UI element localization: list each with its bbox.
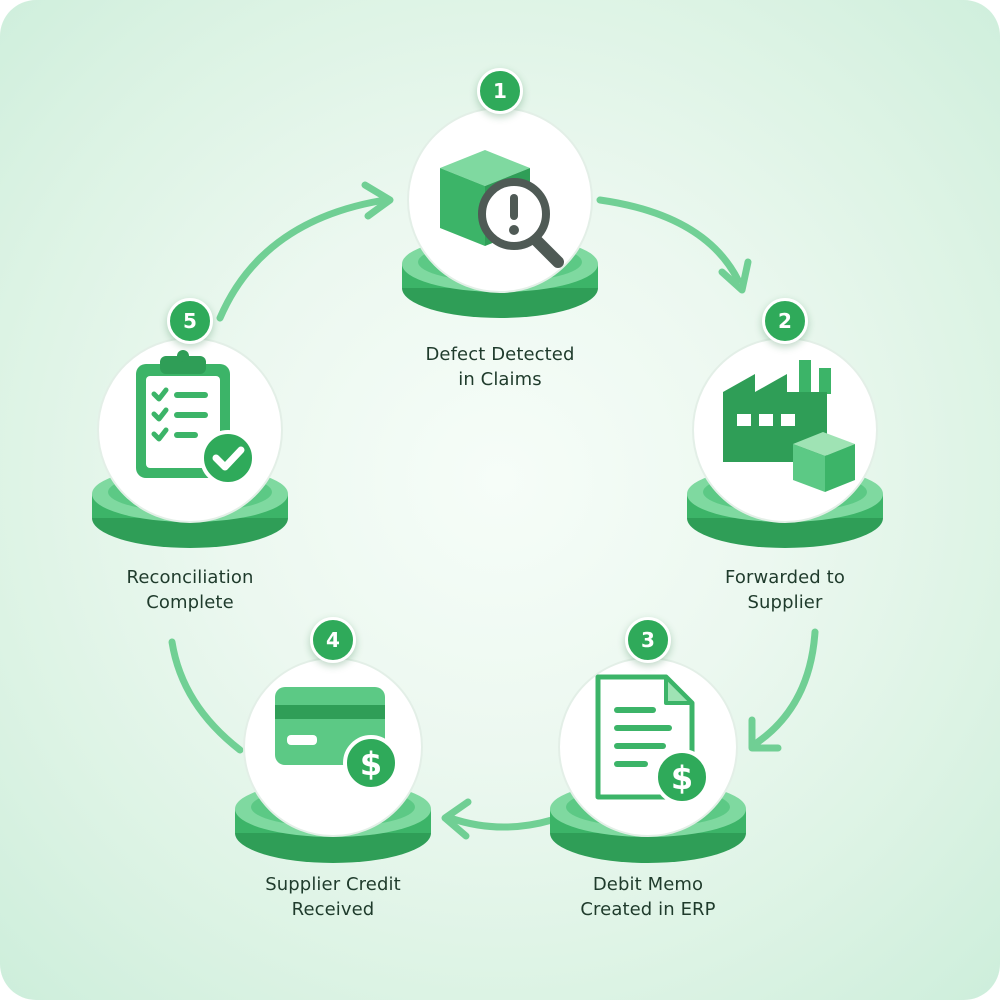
step-1-number-badge: 1 xyxy=(477,68,523,114)
step-2-label: Forwarded to Supplier xyxy=(665,565,905,615)
step-5-label: Reconciliation Complete xyxy=(70,565,310,615)
svg-text:$: $ xyxy=(360,745,382,783)
step-1-label: Defect Detected in Claims xyxy=(380,342,620,392)
arrow-4-to-5 xyxy=(168,638,244,754)
step-2-label-line-1: Forwarded to xyxy=(725,567,845,588)
step-4-label: Supplier Credit Received xyxy=(213,872,453,922)
arrow-3-to-4 xyxy=(446,814,556,831)
step-1-label-line-1: Defect Detected xyxy=(425,344,575,365)
step-5-label-line-2: Complete xyxy=(146,592,234,613)
factory-box-icon xyxy=(723,360,855,492)
arrow-5-to-1 xyxy=(216,196,389,322)
credit-card-dollar-icon: $ xyxy=(275,687,399,791)
step-2-label-line-2: Supplier xyxy=(747,592,823,613)
svg-text:$: $ xyxy=(671,759,693,797)
step-3-label: Debit Memo Created in ERP xyxy=(528,872,768,922)
step-3-label-line-2: Created in ERP xyxy=(580,899,716,920)
step-1-label-line-2: in Claims xyxy=(458,369,542,390)
step-4-number-badge: 4 xyxy=(310,617,356,663)
document-dollar-icon: $ xyxy=(595,674,710,805)
clipboard-check-icon xyxy=(136,350,256,486)
step-5-number-badge: 5 xyxy=(167,298,213,344)
box-magnifier-alert-icon xyxy=(440,150,564,268)
step-5-label-line-1: Reconciliation xyxy=(126,567,254,588)
arrow-2-to-3 xyxy=(754,628,819,746)
step-2-number-badge: 2 xyxy=(762,298,808,344)
step-4-label-line-2: Received xyxy=(291,899,375,920)
step-3-number-badge: 3 xyxy=(625,617,671,663)
arrow-1-to-2 xyxy=(596,196,742,284)
step-3-label-line-1: Debit Memo xyxy=(592,874,704,895)
step-4-label-line-1: Supplier Credit xyxy=(265,874,401,895)
